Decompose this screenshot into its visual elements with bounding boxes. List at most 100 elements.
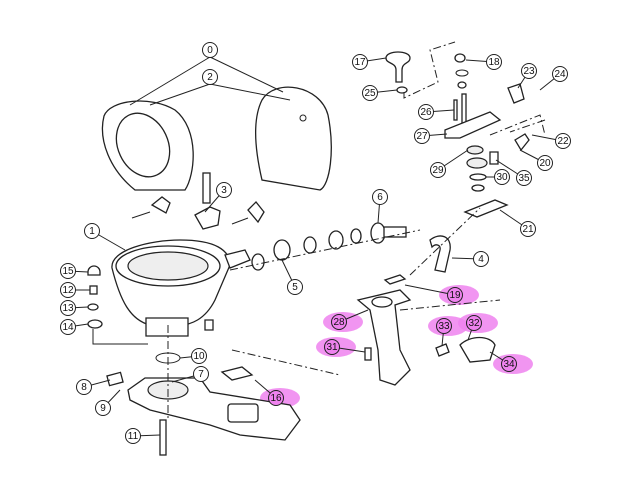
callout-13: 13 — [60, 300, 76, 316]
callout-circle — [430, 162, 446, 178]
callout-label: 22 — [557, 136, 569, 147]
callout-14: 14 — [60, 319, 76, 335]
callout-1: 1 — [84, 223, 100, 239]
callout-circle — [552, 66, 568, 82]
callout-circle — [202, 69, 218, 85]
callout-circle — [372, 189, 388, 205]
bowl-part — [111, 239, 251, 337]
callout-4: 4 — [473, 251, 489, 267]
callout-23: 23 — [521, 63, 537, 79]
callout-circle — [520, 221, 536, 237]
callout-2: 2 — [202, 69, 218, 85]
callout-18: 18 — [486, 54, 502, 70]
callout-circle — [537, 155, 553, 171]
callout-circle — [555, 133, 571, 149]
callout-circle — [60, 319, 76, 335]
callout-circle — [95, 400, 111, 416]
callout-label: 8 — [81, 382, 87, 393]
callout-20: 20 — [537, 155, 553, 171]
callout-label: 15 — [62, 266, 74, 277]
callout-circle — [125, 428, 141, 444]
callout-circle — [60, 263, 76, 279]
callout-27: 27 — [414, 128, 430, 144]
callout-26: 26 — [418, 104, 434, 120]
callout-circle — [436, 318, 452, 334]
callout-circle — [268, 390, 284, 406]
lid-part — [254, 86, 332, 191]
callout-circle — [202, 42, 218, 58]
callout-11: 11 — [125, 428, 141, 444]
callout-label: 32 — [468, 318, 480, 329]
callout-label: 11 — [128, 431, 139, 442]
callout-label: 27 — [416, 131, 428, 142]
callout-30: 30 — [494, 169, 510, 185]
callout-label: 29 — [432, 165, 444, 176]
callout-label: 26 — [420, 107, 432, 118]
callout-19: 19 — [447, 287, 463, 303]
callout-circle — [414, 128, 430, 144]
callout-label: 30 — [496, 172, 508, 183]
callout-label: 25 — [364, 88, 376, 99]
callout-circle — [486, 54, 502, 70]
callout-22: 22 — [555, 133, 571, 149]
callout-31: 31 — [324, 339, 340, 355]
callout-label: 24 — [554, 69, 566, 80]
callout-label: 13 — [62, 303, 74, 314]
inlet-fittings — [229, 222, 451, 273]
callout-6: 6 — [372, 189, 388, 205]
callout-29: 29 — [430, 162, 446, 178]
callout-17: 17 — [352, 54, 368, 70]
callout-circle — [287, 279, 303, 295]
callout-label: 9 — [100, 403, 106, 414]
callout-8: 8 — [76, 379, 92, 395]
callout-32: 32 — [466, 315, 482, 331]
callout-0: 0 — [202, 42, 218, 58]
callout-15: 15 — [60, 263, 76, 279]
callout-circle — [494, 169, 510, 185]
callout-35: 35 — [516, 170, 532, 186]
callout-circle — [76, 379, 92, 395]
callout-circle — [60, 300, 76, 316]
hinge-parts — [131, 172, 265, 230]
callout-label: 33 — [438, 321, 450, 332]
callout-circle — [516, 170, 532, 186]
callout-circle — [324, 339, 340, 355]
callout-label: 1 — [89, 226, 95, 237]
callout-label: 21 — [522, 224, 534, 235]
callout-label: 6 — [377, 192, 383, 203]
callout-label: 23 — [523, 66, 535, 77]
callout-label: 34 — [503, 359, 515, 370]
callout-label: 20 — [539, 158, 551, 169]
callout-label: 4 — [478, 254, 484, 265]
callout-label: 19 — [449, 290, 461, 301]
callout-circle — [501, 356, 517, 372]
callout-12: 12 — [60, 282, 76, 298]
callout-label: 5 — [292, 282, 298, 293]
callout-label: 3 — [221, 185, 227, 196]
callout-21: 21 — [520, 221, 536, 237]
callout-label: 28 — [333, 317, 345, 328]
callout-label: 16 — [270, 393, 282, 404]
callout-33: 33 — [436, 318, 452, 334]
callout-circle — [352, 54, 368, 70]
callout-circle — [418, 104, 434, 120]
callout-label: 17 — [354, 57, 366, 68]
callout-34: 34 — [501, 356, 517, 372]
pump-base-part — [106, 325, 341, 456]
callout-16: 16 — [268, 390, 284, 406]
callout-5: 5 — [287, 279, 303, 295]
callout-label: 35 — [518, 173, 530, 184]
callout-label: 31 — [326, 342, 338, 353]
callout-3: 3 — [216, 182, 232, 198]
callout-circle — [191, 348, 207, 364]
seat-part — [101, 100, 194, 191]
callout-24: 24 — [552, 66, 568, 82]
callout-label: 7 — [198, 369, 204, 380]
callout-circle — [447, 287, 463, 303]
callout-circle — [473, 251, 489, 267]
callout-circle — [466, 315, 482, 331]
callout-label: 0 — [207, 45, 213, 56]
callout-label: 14 — [62, 322, 74, 333]
